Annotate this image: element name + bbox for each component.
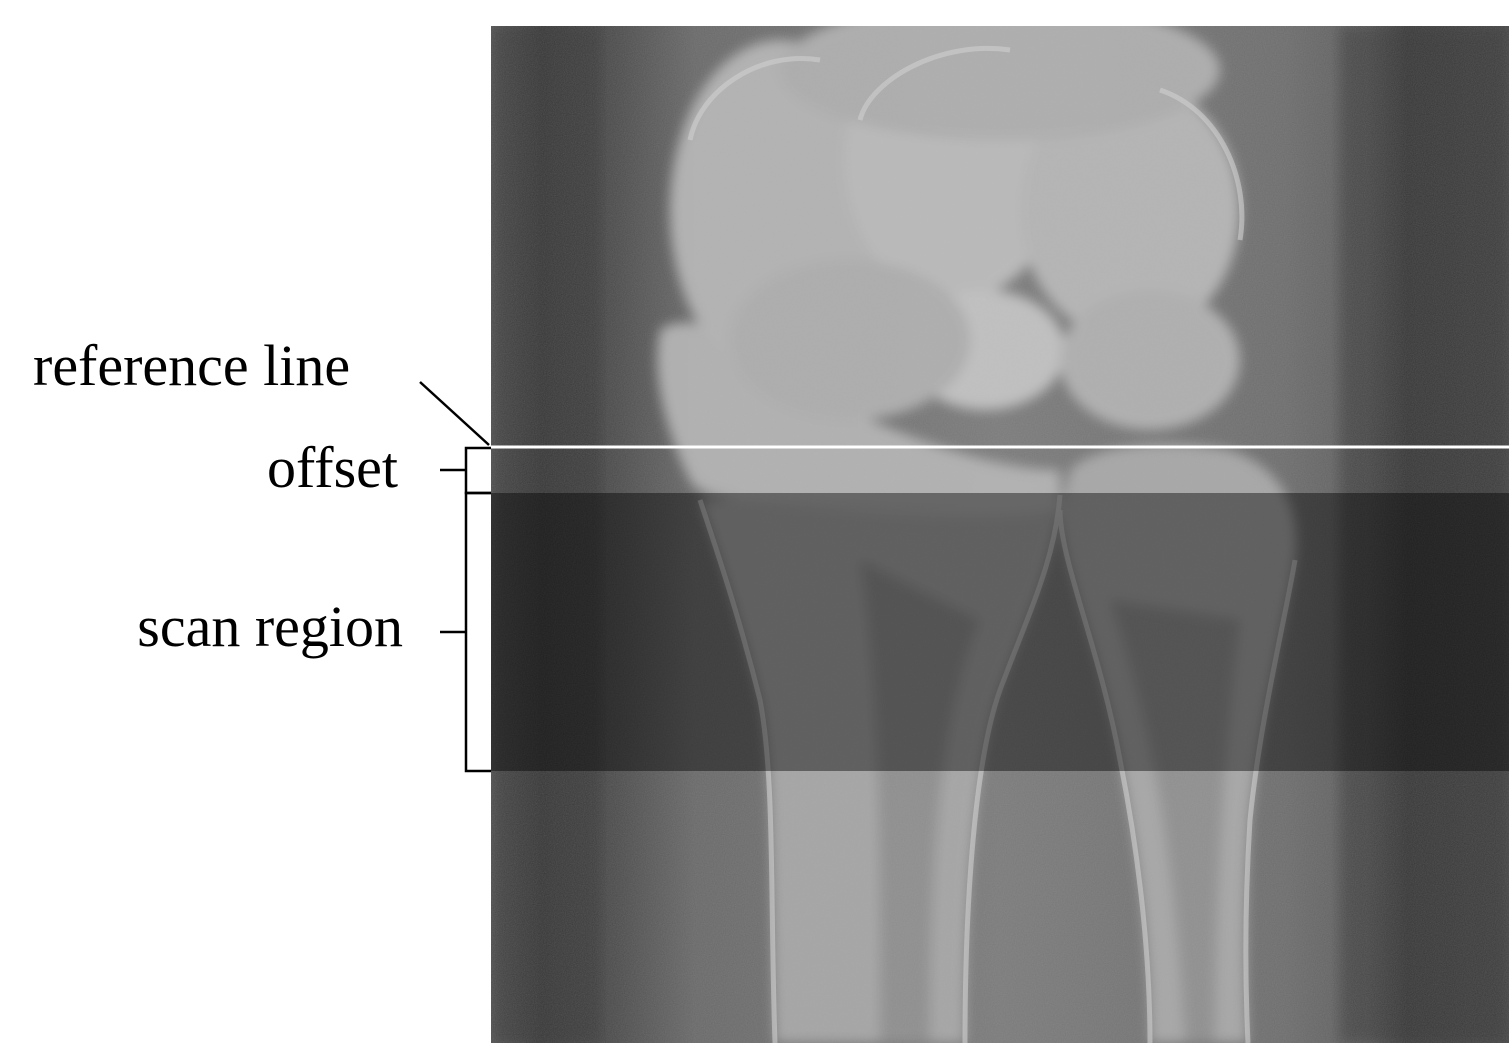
reference-line-label: reference line (33, 333, 350, 398)
scan-region-bracket (440, 493, 491, 771)
wrist-xray-image (491, 0, 1509, 1043)
scan-region-label: scan region (137, 594, 403, 659)
offset-label: offset (267, 435, 398, 500)
offset-bracket (440, 448, 491, 493)
scan-region-overlay (491, 493, 1509, 771)
reference-line-leader (420, 382, 489, 445)
